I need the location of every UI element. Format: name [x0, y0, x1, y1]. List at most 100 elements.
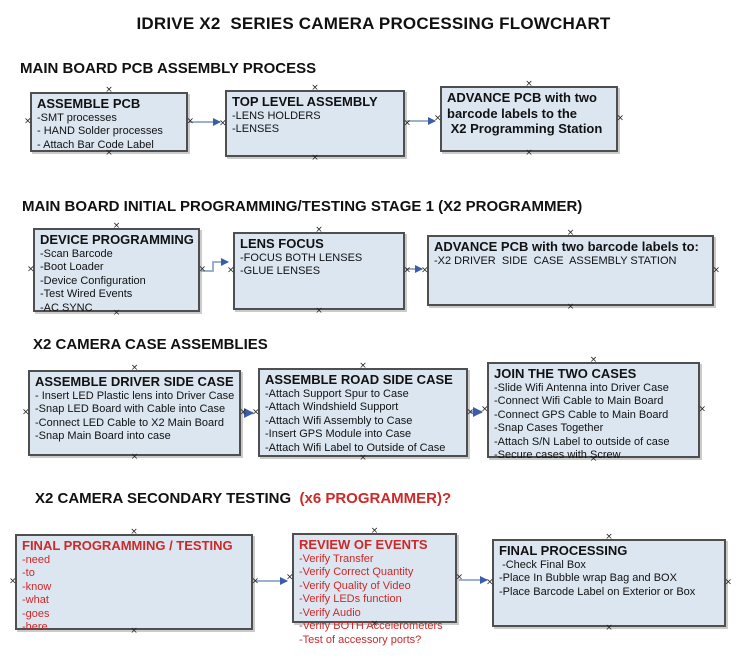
- box-line: -LENSES: [232, 123, 280, 135]
- box-line: -goes: [22, 607, 50, 620]
- section-heading-initial-programming: MAIN BOARD INITIAL PROGRAMMING/TESTING S…: [22, 198, 583, 215]
- flow-box-title: JOIN THE TWO CASES: [494, 366, 637, 381]
- box-line: - Insert LED Plastic lens into Driver Ca…: [35, 389, 235, 402]
- connection-handle-right: ×: [198, 264, 206, 275]
- connection-handle-left: ×: [227, 265, 235, 276]
- section-heading-secondary-testing: X2 CAMERA SECONDARY TESTING (x6 PROGRAMM…: [35, 490, 451, 507]
- flow-box-lines: -Scan Barcode-Boot Loader-Device Configu…: [40, 248, 194, 316]
- flow-box-title: ASSEMBLE ROAD SIDE CASE: [265, 372, 453, 387]
- box-line: -SMT processes: [37, 111, 117, 124]
- box-line: -Attach Wifi Label to Outside of Case: [265, 441, 446, 454]
- connection-handle-left: ×: [219, 118, 227, 128]
- connection-handle-top: ×: [112, 221, 121, 231]
- connection-handle-right: ×: [251, 576, 259, 587]
- connection-handle-top: ×: [130, 527, 138, 537]
- box-line: - HAND Solder processes: [37, 125, 163, 137]
- connection-handle-left: ×: [434, 113, 442, 124]
- section-heading-pcb-assembly: MAIN BOARD PCB ASSEMBLY PROCESS: [20, 60, 317, 77]
- connection-handle-right: ×: [616, 113, 624, 124]
- box-line: -Test of accessory ports?: [299, 633, 422, 646]
- connection-handle-left: ×: [252, 407, 260, 417]
- box-line: -Snap Main Board into case: [35, 430, 171, 442]
- connection-handle-left: ×: [22, 407, 30, 418]
- flow-box-title: REVIEW OF EVENTS: [299, 537, 428, 552]
- flow-box-title: TOP LEVEL ASSEMBLY: [232, 94, 378, 109]
- box-line: -Attach Support Spur to Case: [265, 387, 409, 400]
- section-heading-case-assemblies: X2 CAMERA CASE ASSEMBLIES: [33, 336, 268, 353]
- box-line: -Scan Barcode: [40, 247, 113, 260]
- flow-box-title: FINAL PROCESSING: [499, 543, 628, 558]
- box-line: -Slide Wifi Antenna into Driver Case: [494, 381, 669, 394]
- box-line: - Attach Bar Code Label: [37, 138, 154, 151]
- connection-handle-top: ×: [130, 363, 139, 373]
- box-line: -Connect GPS Cable to Main Board: [494, 408, 669, 421]
- box-line: -Verify Correct Quantity: [299, 566, 414, 578]
- box-line: -Verify BOTH Accelerometers: [299, 620, 443, 632]
- flow-box-lines: -need-to-know-what-goes-here: [22, 554, 247, 635]
- box-line: -Test Wired Events: [40, 288, 133, 300]
- flow-box-lines: -X2 DRIVER SIDE CASE ASSEMBLY STATION: [434, 255, 708, 269]
- flow-box-lines: -SMT processes- HAND Solder processes- A…: [37, 112, 182, 153]
- connection-handle-right: ×: [403, 118, 411, 128]
- box-line: -GLUE LENSES: [240, 265, 321, 277]
- flow-box-lines: -Attach Support Spur to Case-Attach Wind…: [265, 388, 462, 456]
- connection-handle-top: ×: [589, 355, 598, 365]
- flow-box-device-programming: DEVICE PROGRAMMING -Scan Barcode-Boot Lo…: [27, 222, 206, 318]
- connection-handle-right: ×: [724, 577, 732, 588]
- flow-box-title: FINAL PROGRAMMING / TESTING: [22, 538, 233, 553]
- connection-handle-bottom: ×: [359, 453, 367, 463]
- connection-handle-top: ×: [105, 85, 113, 95]
- flow-box-title: ASSEMBLE PCB: [37, 96, 141, 111]
- connection-handle-top: ×: [566, 228, 575, 238]
- flow-box-final-processing: FINAL PROCESSING -Check Final Box-Place …: [486, 533, 732, 633]
- box-line: -Snap Cases Together: [494, 422, 604, 434]
- box-line: -X2 DRIVER SIDE CASE ASSEMBLY STATION: [434, 254, 677, 267]
- flow-box-lines: -FOCUS BOTH LENSES-GLUE LENSES: [240, 252, 399, 279]
- flow-box-final-programming-testing: FINAL PROGRAMMING / TESTING -need-to-kno…: [9, 528, 259, 636]
- connection-handle-bottom: ×: [525, 148, 533, 158]
- flow-box-title: LENS FOCUS: [240, 236, 324, 251]
- box-line: -Insert GPS Module into Case: [265, 428, 412, 440]
- flow-box-title: ADVANCE PCB with two barcode labels to t…: [447, 90, 603, 136]
- box-line: -Attach S/N Label to outside of case: [494, 435, 670, 448]
- box-line: -Device Configuration: [40, 274, 146, 287]
- box-line: -AC SYNC: [40, 301, 93, 314]
- page-title: IDRIVE X2 SERIES CAMERA PROCESSING FLOWC…: [136, 14, 611, 33]
- connection-handle-right: ×: [239, 407, 247, 418]
- connection-handle-bottom: ×: [605, 623, 613, 633]
- box-line: -Attach Wifi Assembly to Case: [265, 414, 413, 427]
- flow-box-assemble-driver-side-case: ASSEMBLE DRIVER SIDE CASE - Insert LED P…: [22, 364, 247, 462]
- connection-handle-right: ×: [403, 265, 411, 276]
- box-line: -Snap LED Board with Cable into Case: [35, 403, 226, 415]
- box-line: -know: [22, 580, 52, 593]
- connection-handle-bottom: ×: [315, 306, 323, 316]
- connection-handle-right: ×: [186, 116, 194, 127]
- box-line: -what: [22, 594, 49, 606]
- connection-handle-right: ×: [712, 265, 720, 275]
- connection-handle-top: ×: [525, 79, 533, 89]
- box-line: -to: [22, 567, 35, 579]
- flow-box-join-the-two-cases: JOIN THE TWO CASES -Slide Wifi Antenna i…: [481, 356, 706, 464]
- box-line: -here: [22, 621, 48, 633]
- box-line: -Attach Windshield Support: [265, 401, 399, 413]
- connection-handle-top: ×: [370, 526, 379, 536]
- flow-box-title: ASSEMBLE DRIVER SIDE CASE: [35, 374, 234, 389]
- box-line: -Secure cases with Screw: [494, 449, 621, 461]
- box-line: -Place Barcode Label on Exterior or Box: [499, 585, 696, 598]
- flow-box-review-of-events: REVIEW OF EVENTS -Verify Transfer-Verify…: [286, 527, 463, 646]
- flow-box-assemble-road-side-case: ASSEMBLE ROAD SIDE CASE -Attach Support …: [252, 362, 474, 463]
- section-heading-programmer-question: (x6 PROGRAMMER)?: [299, 490, 452, 507]
- connection-handle-left: ×: [486, 577, 494, 588]
- connection-handle-top: ×: [315, 225, 323, 235]
- flow-box-advance-pcb-driver-side-station: ADVANCE PCB with two barcode labels to: …: [421, 229, 720, 312]
- connection-handle-left: ×: [481, 404, 489, 415]
- box-line: -Verify Transfer: [299, 552, 374, 565]
- box-line: -Verify Quality of Video: [299, 579, 411, 592]
- box-line: -Connect LED Cable to X2 Main Board: [35, 416, 224, 429]
- connection-handle-right: ×: [698, 404, 706, 415]
- box-line: -LENS HOLDERS: [232, 109, 321, 122]
- connection-handle-top: ×: [605, 532, 613, 542]
- connection-handle-right: ×: [455, 572, 463, 583]
- flow-box-title: DEVICE PROGRAMMING: [40, 232, 194, 247]
